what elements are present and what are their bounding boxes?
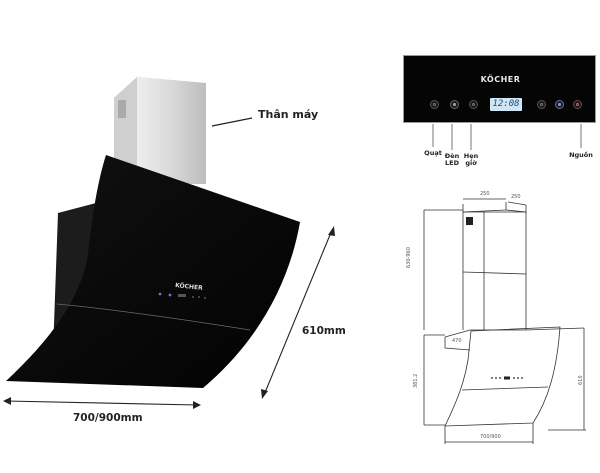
fan-label: Quạt <box>424 149 442 157</box>
dim-bottom-width: 700/900 <box>480 434 501 440</box>
technical-drawing: 250 250 630-960 470 381.2 610 700/900 <box>400 180 600 473</box>
panel-logo: KÖCHER <box>480 75 521 84</box>
speed-down-button[interactable] <box>537 100 546 109</box>
timer-label: Hẹn giờ <box>463 152 479 168</box>
timer-label-line2: giờ <box>465 159 477 168</box>
fan-high-icon <box>558 103 561 106</box>
dim-side-height: 381.2 <box>413 373 419 388</box>
led-label-line2: LED <box>445 159 459 168</box>
dim-chimney-height: 630-960 <box>406 247 412 268</box>
dim-chimney-depth: 250 <box>511 194 521 200</box>
fan-button[interactable] <box>430 100 439 109</box>
led-label-line1: Đèn <box>444 152 460 160</box>
light-icon <box>453 103 456 106</box>
timer-button[interactable] <box>469 100 478 109</box>
fan-icon <box>433 103 436 106</box>
range-hood-illustration: KÖCHER <box>3 77 335 409</box>
fan-low-icon <box>540 103 543 106</box>
power-icon <box>576 103 579 106</box>
height-label: 610mm <box>302 325 346 337</box>
dimension-drawing <box>423 198 586 444</box>
glass-logo: KÖCHER <box>175 282 204 292</box>
control-panel: KÖCHER 12:08 <box>403 55 596 123</box>
led-label: Đèn LED <box>444 152 460 168</box>
width-label: 700/900mm <box>73 412 143 424</box>
timer-label-line1: Hẹn <box>463 152 479 160</box>
speed-up-button[interactable] <box>555 100 564 109</box>
timer-icon <box>472 103 475 106</box>
product-photo: KÖCHER Thân máy 610mm 700/900mm <box>3 77 346 424</box>
glass-front <box>6 155 300 388</box>
body-label: Thân máy <box>258 108 319 121</box>
dim-hood-depth: 470 <box>452 338 462 344</box>
dim-chimney-width: 250 <box>480 191 490 197</box>
chimney <box>114 77 206 184</box>
power-label: Nguồn <box>569 151 593 159</box>
power-button[interactable] <box>573 100 582 109</box>
led-button[interactable] <box>450 100 459 109</box>
dim-front-height: 610 <box>578 375 584 385</box>
time-display: 12:08 <box>490 98 522 111</box>
